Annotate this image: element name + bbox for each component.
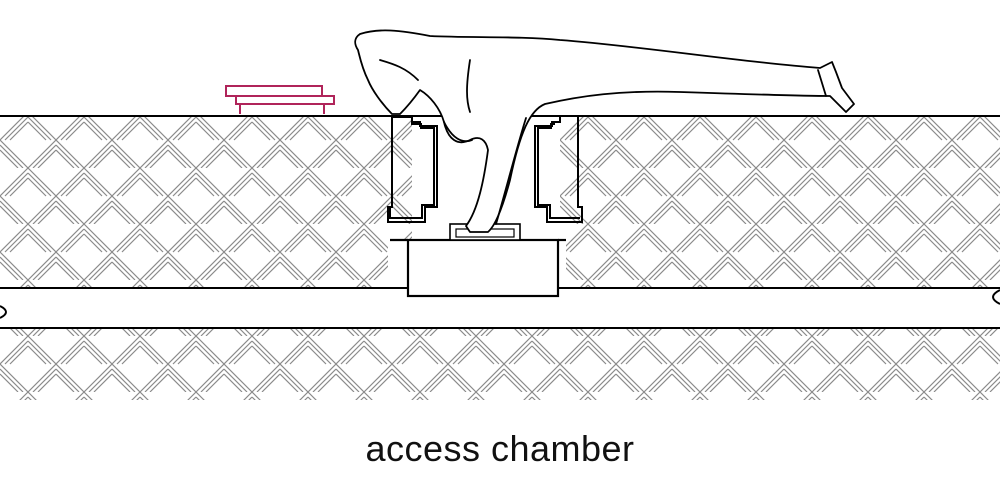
chamber-wall-right: [534, 117, 583, 223]
upper-ground-left: [0, 117, 412, 288]
upper-ground-right: [560, 117, 1000, 288]
lower-ground: [0, 328, 1000, 400]
lid-icon: [225, 85, 335, 114]
chamber-base: [390, 223, 566, 298]
diagram-caption: access chamber: [365, 428, 635, 469]
chamber-wall-left: [387, 116, 438, 223]
person-icon: [354, 29, 855, 233]
